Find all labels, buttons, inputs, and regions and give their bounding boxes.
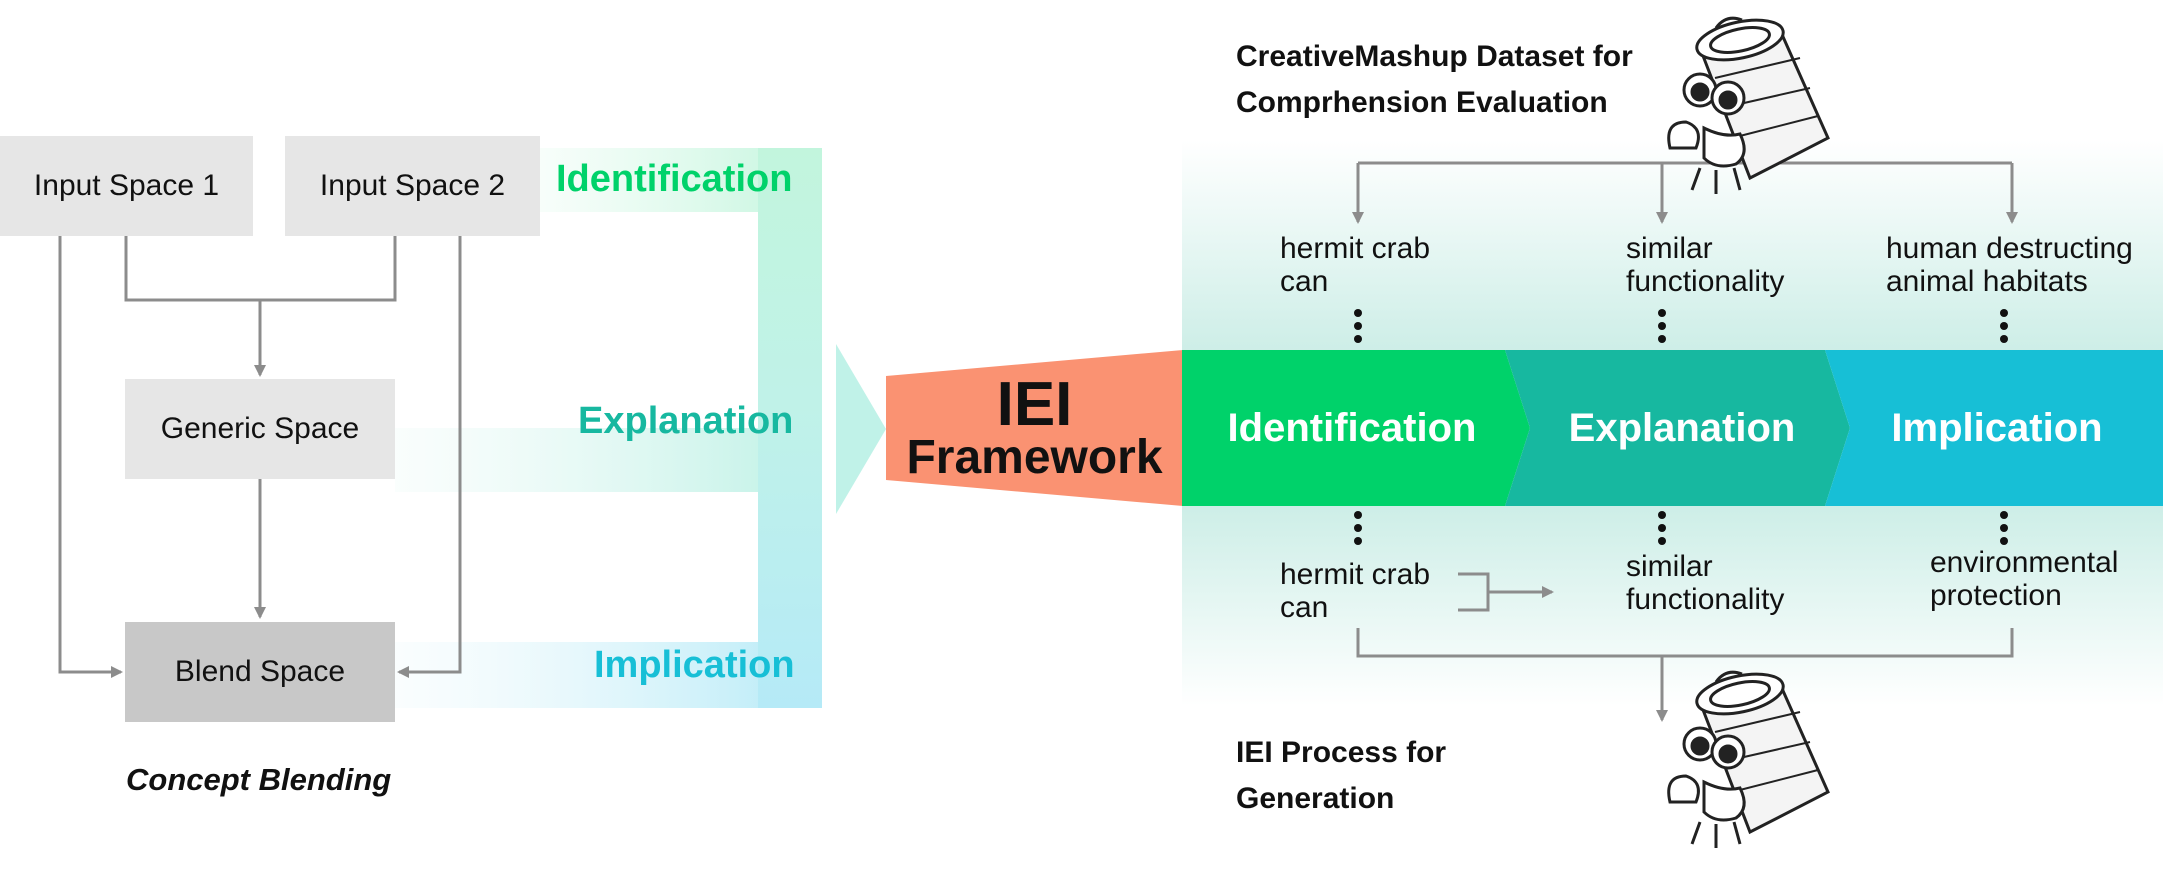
generic-space-box [125,379,395,479]
comprehension-title: CreativeMashup Dataset for Comprhension … [1236,34,1633,126]
blend-space-label: Blend Space [174,655,346,688]
comprehension-item-2: similar functionality [1626,232,1784,298]
framework-title: IEI Framework [886,374,1183,482]
comprehension-item-3: human destructing animal habitats [1886,232,2133,298]
comprehension-title-line1: CreativeMashup Dataset for [1236,40,1633,73]
input-space-1-box [0,136,253,236]
concept-connectors [58,236,462,678]
hermit-crab-can-icon [1667,16,1830,194]
comprehension-title-line2: Comprhension Evaluation [1236,86,1608,119]
generation-title-line2: Generation [1236,782,1395,815]
ellipsis-dots [1354,309,2008,545]
flow-label-implication: Implication [594,644,795,686]
comprehension-item-2-line2: functionality [1626,265,1785,298]
generation-item-2-line1: similar [1626,550,1713,583]
comprehension-connectors [1352,161,2018,224]
comprehension-item-3-line1: human destructing [1886,232,2133,265]
framework-trapezoid [886,350,1183,506]
comprehension-item-1-line1: hermit crab [1280,232,1431,265]
framework-title-line2: Framework [906,431,1163,484]
comprehension-background [1182,140,2163,352]
comprehension-item-2-line1: similar [1626,232,1713,265]
flow-bands [395,148,886,708]
stage-band [1182,350,2163,506]
input-space-2-label: Input Space 2 [319,169,506,202]
comprehension-item-1-line2: can [1280,265,1329,298]
generation-item-1-line1: hermit crab [1280,558,1431,591]
stage-identification: Identification [1227,405,1477,450]
flow-label-identification: Identification [556,158,793,200]
generation-title-line1: IEI Process for [1236,736,1447,769]
generation-title: IEI Process for Generation [1236,730,1446,822]
comprehension-item-1: hermit crab can [1280,232,1430,298]
generation-connectors [1356,572,2014,722]
comprehension-item-3-line2: animal habitats [1886,265,2088,298]
concept-blending-caption: Concept Blending [126,762,392,797]
input-space-1-label: Input Space 1 [33,169,220,202]
generation-item-1: hermit crab can [1280,558,1430,624]
blend-space-box [125,622,395,722]
generic-space-label: Generic Space [160,412,360,445]
stage-implication: Implication [1891,405,2103,450]
generation-item-1-line2: can [1280,591,1329,624]
input-space-2-box [285,136,540,236]
generation-item-3-line1: environmental [1930,546,2119,579]
generation-item-3-line2: protection [1930,579,2062,612]
generation-item-2-line2: functionality [1626,583,1785,616]
generation-item-2: similar functionality [1626,550,1784,616]
hermit-crab-can-icon [1667,670,1830,848]
generation-item-3: environmental protection [1930,546,2118,612]
stage-explanation: Explanation [1568,405,1796,450]
framework-title-line1: IEI [996,370,1073,439]
flow-label-explanation: Explanation [578,400,794,442]
generation-background [1182,506,2163,706]
